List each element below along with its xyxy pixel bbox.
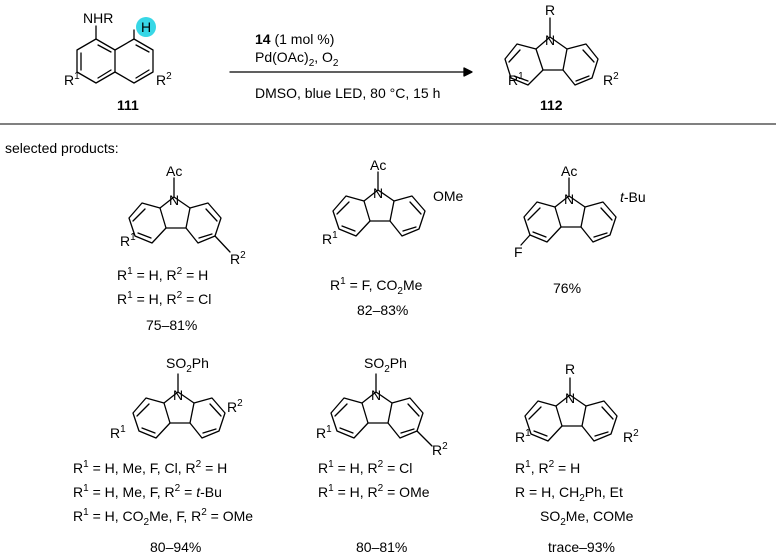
- product-n-substituent: R: [545, 2, 555, 18]
- p6-r2: R2: [623, 428, 639, 445]
- p4-n-atom: N: [173, 387, 183, 403]
- condition-catalyst: 14 (1 mol %): [255, 31, 334, 47]
- reactant-h-label: H: [141, 19, 151, 35]
- reactant-r2: R2: [156, 71, 172, 88]
- p6-cond-line-3: SO2Me, COMe: [540, 508, 634, 528]
- p3-n-sub: Ac: [561, 163, 577, 179]
- reaction-arrow: [229, 67, 473, 77]
- p1-r2: R2: [230, 250, 246, 267]
- product-5-structure: [330, 373, 433, 447]
- p5-r1: R1: [316, 424, 332, 441]
- p2-n-atom: N: [373, 185, 383, 201]
- p3-tbu: t-Bu: [620, 189, 646, 205]
- highlight-circle: [136, 17, 156, 37]
- condition-solvent: DMSO, blue LED, 80 °C, 15 h: [255, 85, 440, 101]
- product-3-structure: [520, 177, 617, 246]
- p5-n-atom: N: [371, 387, 381, 403]
- p2-ome: OMe: [433, 188, 464, 204]
- p1-cond-line-2: R1 = H, R2 = Cl: [117, 290, 211, 307]
- p5-n-sub: SO2Ph: [364, 355, 407, 375]
- p4-r1: R1: [110, 424, 126, 441]
- product-n-atom: N: [545, 32, 555, 48]
- product-4-structure: [132, 373, 226, 439]
- p4-n-sub: SO2Ph: [166, 355, 209, 375]
- p5-r2: R2: [432, 441, 448, 458]
- reactant-r1: R1: [64, 71, 80, 88]
- p6-yield: trace–93%: [548, 539, 615, 553]
- product-6-structure: [524, 377, 618, 442]
- condition-reagents: Pd(OAc)2, O2: [255, 49, 339, 69]
- p1-r1: R1: [120, 232, 136, 249]
- p1-n-sub: Ac: [166, 163, 182, 179]
- p6-cond-line-2: R = H, CH2Ph, Et: [515, 484, 623, 504]
- product-compound-number: 112: [540, 97, 563, 113]
- p5-cond-line-2: R1 = H, R2 = OMe: [318, 483, 430, 500]
- p4-cond-line-1: R1 = H, Me, F, Cl, R2 = H: [73, 459, 227, 476]
- reactant-compound-number: 111: [117, 97, 139, 113]
- p4-cond-line-2: R1 = H, Me, F, R2 = t-Bu: [73, 483, 222, 500]
- p6-r1: R1: [515, 428, 531, 445]
- p3-n-atom: N: [564, 191, 574, 207]
- p6-n-atom: N: [565, 390, 575, 406]
- reactant-structure: [76, 25, 154, 84]
- product-r1: R1: [508, 71, 524, 88]
- p3-f: F: [514, 244, 523, 260]
- p4-yield: 80–94%: [150, 539, 201, 553]
- product-1-structure: [128, 177, 231, 253]
- p6-n-sub: R: [565, 361, 575, 377]
- p1-n-atom: N: [169, 192, 179, 208]
- p4-r2: R2: [227, 398, 243, 415]
- p1-cond-line-1: R1 = H, R2 = H: [117, 266, 208, 283]
- product-r2: R2: [603, 71, 619, 88]
- p5-yield: 80–81%: [356, 539, 407, 553]
- reactant-nhr-label: NHR: [83, 10, 113, 26]
- p6-cond-line-1: R1, R2 = H: [515, 459, 580, 476]
- p2-n-sub: Ac: [370, 157, 386, 173]
- p2-yield: 82–83%: [357, 302, 408, 318]
- p5-cond-line-1: R1 = H, R2 = Cl: [318, 459, 412, 476]
- selected-products-label: selected products:: [5, 140, 119, 156]
- p2-cond-line-1: R1 = F, CO2Me: [330, 276, 423, 297]
- p3-yield: 76%: [553, 280, 581, 296]
- p1-yield: 75–81%: [146, 317, 197, 333]
- p2-r1: R1: [322, 230, 338, 247]
- product-2-structure: [332, 171, 426, 237]
- product-structure: [504, 17, 599, 86]
- p4-cond-line-3: R1 = H, CO2Me, F, R2 = OMe: [73, 507, 253, 528]
